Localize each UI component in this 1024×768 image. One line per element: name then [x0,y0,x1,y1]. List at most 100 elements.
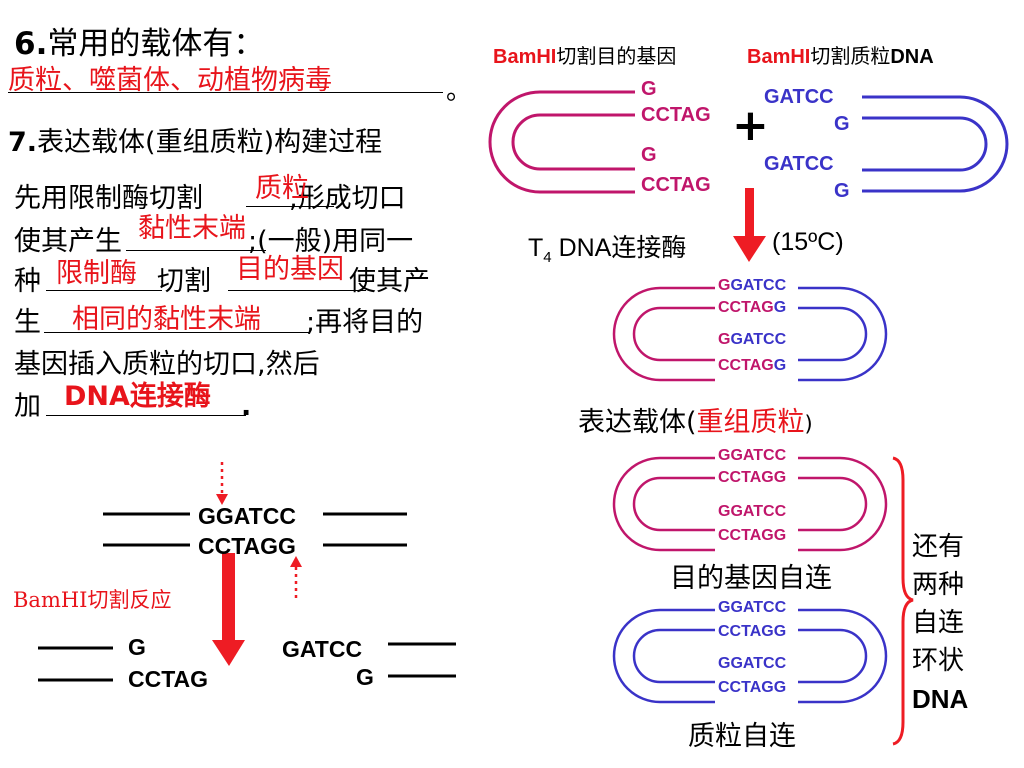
enzyme-name: BamHI [747,46,811,68]
ligation-arrow-head [733,236,766,262]
answer-sticky-end: 黏性末端 [138,213,246,244]
plasmid-g-2: G [834,180,850,202]
seq-g: G [773,357,787,374]
plasmid-self-seq-2: CCTAGG [718,623,787,640]
header-gene-cut: BamHI切割目的基因 [493,40,676,69]
seq-top: GGATCC [198,503,296,529]
plasmid-self-seq-4: CCTAGG [718,679,787,696]
blank-line [46,290,162,291]
para-text: 使其产 [349,266,430,297]
enzyme-name: BamHI [493,46,557,68]
section-7-title: 7.表达载体(重组质粒)构建过程 [8,120,382,159]
answer-vectors: 质粒、噬菌体、动植物病毒 [8,65,332,96]
cut-reaction-arrow-shaft [222,553,235,645]
other-label-line: 自连 [912,608,965,638]
seq-gatcc: GATCC [730,277,787,294]
header-dna: DNA [890,46,934,68]
other-label-line: DNA [912,684,969,714]
para-text: 加 [14,391,41,422]
seq-gatcc: GATCC [730,331,787,348]
para-line-3: 种 切割 使其产 [14,259,430,298]
blank-line [44,332,309,333]
frag-right-top: GATCC [282,636,363,662]
vector-label-recombinant: 重组质粒 [696,407,805,438]
answer-line [8,92,443,93]
other-self-ligation-label: 还有 两种 自连 环状 DNA [912,528,968,718]
plasmid-fragment-loop [862,95,1009,193]
section-6-text: 常用的载体有： [47,26,265,62]
para-line-1: 先用限制酶切割,形成切口 [14,176,406,215]
ligated-seq-2: CCTAGG [718,299,786,317]
header-text: 切割质粒 [810,44,891,68]
ligated-seq-1: GGATCC [718,277,786,295]
vector-label-text: ) [804,412,813,436]
plasmid-gatcc-1: GATCC [764,86,834,108]
gene-fragment-loop-inner [511,113,635,171]
plus-sign: + [732,100,769,151]
ligase-label: T4 DNA连接酶 [528,228,686,266]
gene-cctag-1: CCTAG [641,104,711,126]
para-line-4: 生;再将目的 [14,300,423,339]
frag-right-bottom: G [356,664,374,690]
ligase-temperature: (15ºC) [772,228,844,256]
seq-g: G [773,299,787,316]
header-plasmid-cut: BamHI切割质粒DNA [747,40,934,69]
other-label-line: 还有 [912,532,965,562]
answer-ligase: DNA连接酶 [64,381,211,412]
ligation-arrow-shaft [745,188,754,238]
ligase-text: DNA连接酶 [551,234,687,262]
red-brace [892,456,914,746]
ligated-seq-3: GGATCC [718,331,786,349]
plasmid-gatcc-2: GATCC [764,153,834,175]
cut-reaction-arrow-head [212,640,245,666]
blank-line [126,250,266,251]
para-line-2: 使其产生 ;(一般)用同一 [14,219,413,258]
plasmid-fragment-loop-inner [862,116,988,172]
frag-left-top: G [128,634,146,660]
gene-self-label: 目的基因自连 [670,563,832,594]
gene-g-1: G [641,78,657,100]
answer-enzyme: 限制酶 [56,258,137,289]
section-7-number: 7. [8,127,38,158]
plasmid-g-1: G [834,113,850,135]
para-text: . [241,391,252,422]
answer-same-sticky-end: 相同的黏性末端 [72,304,261,335]
vector-label-text: 表达载体( [578,407,697,438]
gene-fragment-loop [488,90,635,194]
answer-gene: 目的基因 [236,254,344,285]
vector-label: 表达载体(重组质粒) [578,400,813,439]
other-label-line: 环状 [912,646,965,676]
gene-cctag-2: CCTAG [641,174,711,196]
plasmid-self-seq-1: GGATCC [718,599,787,616]
cut-reaction-label: BamHI切割反应 [13,588,172,612]
blank-line [246,206,334,207]
seq-bottom: CCTAGG [198,533,296,559]
para-text: 使其产生 [14,226,122,257]
ligase-subscript: 4 [543,249,552,266]
answer-plasmid: 质粒 [255,173,309,204]
section-6-title: 6.常用的载体有： [14,18,264,63]
seq-cctag: CCTAG [718,299,774,316]
seq-g: G [718,277,731,294]
other-label-line: 两种 [912,570,965,600]
ligase-t: T [528,234,544,262]
plasmid-self-seq-3: GGATCC [718,655,787,672]
gene-self-seq-4: CCTAGG [718,527,787,544]
blank-line [46,415,246,416]
plasmid-self-label: 质粒自连 [688,721,796,752]
section-6-number: 6. [14,26,48,62]
seq-cctag: CCTAG [718,357,774,374]
para-text: ,形成切口 [289,183,406,214]
para-line-6: 加. [14,384,251,423]
para-text: 种 [14,266,41,297]
para-text: 切割 [157,266,211,297]
gene-g-2: G [641,144,657,166]
para-text: ;再将目的 [306,307,424,338]
seq-g: G [718,331,731,348]
gene-self-seq-2: CCTAGG [718,469,787,486]
frag-left-bottom: CCTAG [128,666,209,692]
gene-self-seq-3: GGATCC [718,503,787,520]
para-text: ;(一般)用同一 [248,226,414,257]
blank-line [228,290,366,291]
